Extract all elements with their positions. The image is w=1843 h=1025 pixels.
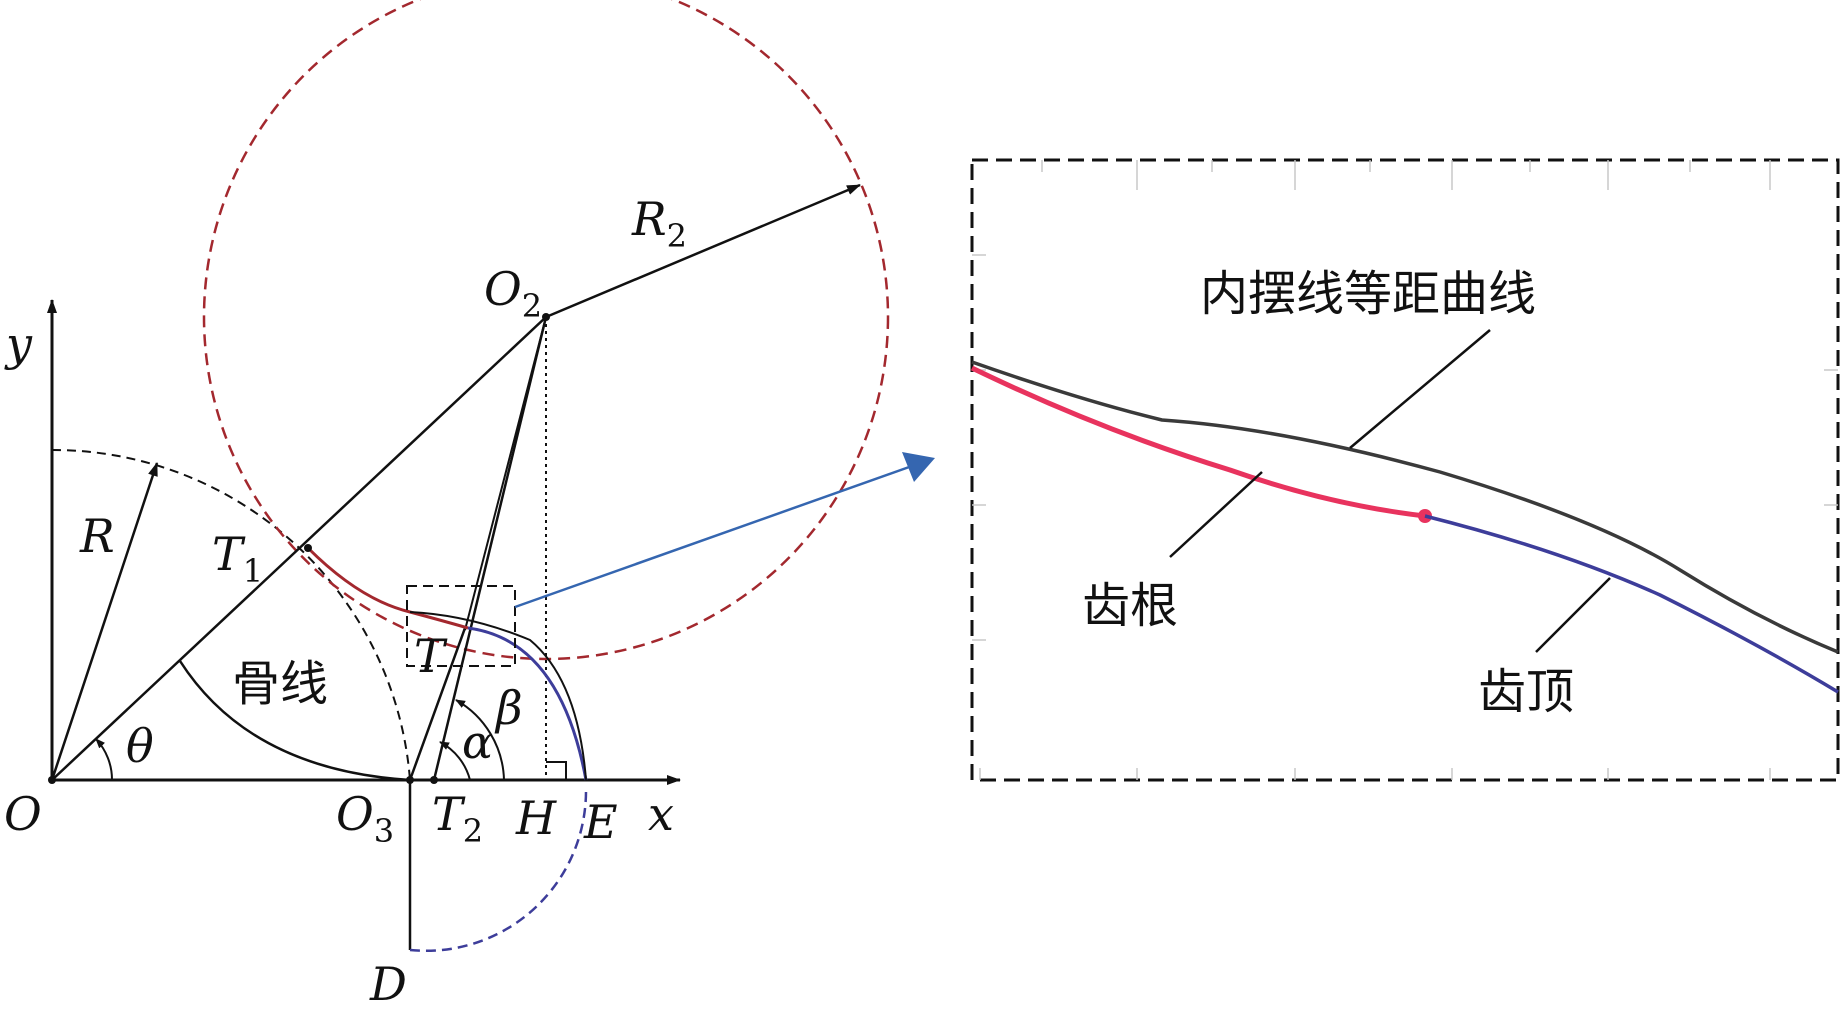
label-o2: O2 <box>484 262 542 325</box>
label-t: T <box>414 629 448 683</box>
angle-alpha-arc <box>439 741 471 781</box>
leader-root <box>1169 471 1263 558</box>
bone-line-curve <box>178 660 411 782</box>
inset-frame <box>970 158 1840 782</box>
angle-theta-arc <box>95 738 114 781</box>
label-x-axis: x <box>648 787 674 841</box>
label-d: D <box>369 957 407 1011</box>
inset-tip-curve <box>1424 514 1839 694</box>
offset-curve <box>409 611 587 781</box>
base-circle-arc <box>51 448 411 781</box>
line-o3-t <box>408 627 467 781</box>
radius-r2-arrow <box>545 183 861 319</box>
label-y-axis: y <box>4 317 33 371</box>
right-angle-mark <box>546 761 567 780</box>
zoom-box <box>406 585 516 667</box>
inset-label-tip: 齿顶 <box>1478 664 1574 720</box>
radius-r-arrow <box>50 462 159 781</box>
leader-tip <box>1535 577 1611 653</box>
zoom-arrow <box>514 464 913 609</box>
inset-root-curve <box>970 365 1426 519</box>
label-h: H <box>515 791 557 845</box>
point-t1 <box>304 544 312 552</box>
line-o2-t2 <box>432 316 548 781</box>
point-o <box>48 776 56 784</box>
label-origin: O <box>4 787 42 841</box>
label-t1: T1 <box>212 527 263 590</box>
label-t2: T2 <box>432 787 483 850</box>
rolling-circle <box>202 0 890 661</box>
leader-hypocycloid <box>1349 329 1491 449</box>
inset-label-root: 齿根 <box>1082 578 1178 634</box>
point-o2 <box>542 313 550 321</box>
label-o3: O3 <box>336 787 394 850</box>
label-bone-line: 骨线 <box>232 656 328 712</box>
point-t2 <box>430 776 438 784</box>
zoom-arrow-head <box>902 452 935 482</box>
inset-offset-curve <box>971 360 1839 654</box>
label-r2: R2 <box>631 192 687 255</box>
tooth-root-curve <box>306 546 469 630</box>
inset-ticks <box>972 160 1838 780</box>
label-alpha: α <box>462 715 493 769</box>
lower-dashed-arc <box>409 789 588 952</box>
angle-beta-arc <box>455 699 505 781</box>
point-o3 <box>406 776 414 784</box>
label-r: R <box>79 509 115 563</box>
inset-label-hypocycloid: 内摆线等距曲线 <box>1200 266 1536 322</box>
line-o2-t <box>464 316 547 631</box>
label-e: E <box>583 795 618 849</box>
label-beta: β <box>494 681 523 735</box>
line-o-o2 <box>51 316 547 781</box>
tooth-tip-curve <box>467 626 588 781</box>
label-theta: θ <box>126 719 154 773</box>
